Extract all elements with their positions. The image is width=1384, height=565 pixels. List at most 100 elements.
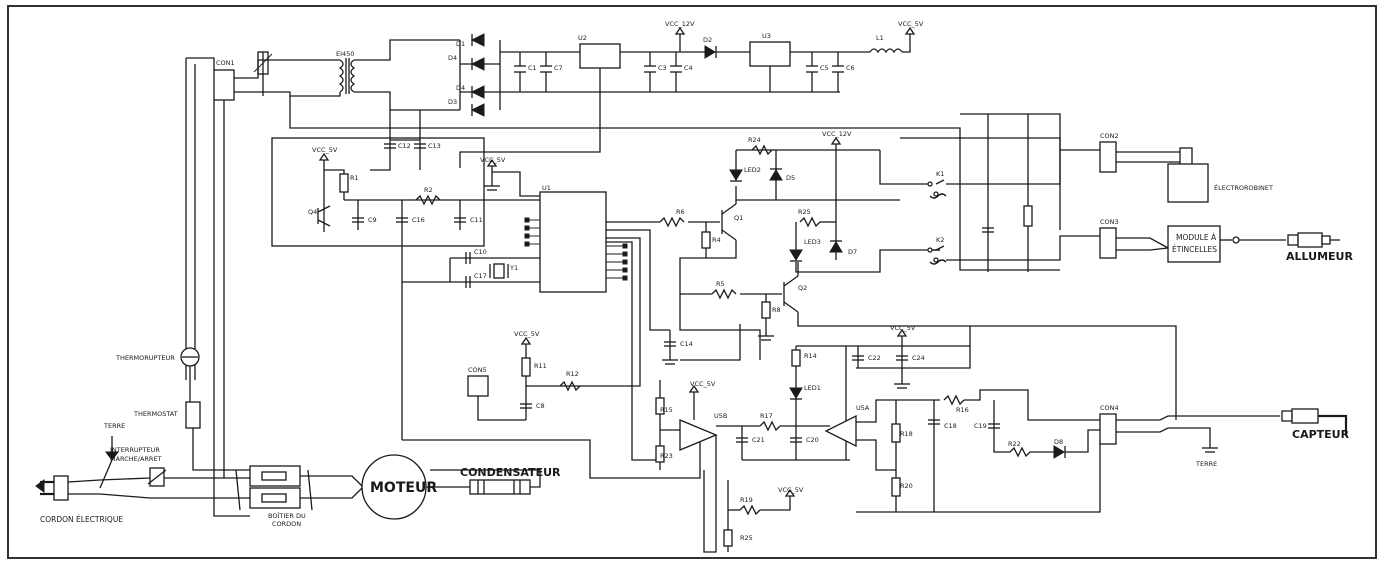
- resistor-r18: [891, 423, 901, 443]
- resistor-r5: [711, 288, 737, 300]
- c9-label: C9: [368, 216, 377, 224]
- module-label-2: ÉTINCELLES: [1172, 245, 1217, 254]
- r16-label: R16: [956, 406, 969, 414]
- vcc5-top-label: VCC_5V: [898, 20, 924, 28]
- igniter: [1287, 232, 1340, 248]
- mains-motor-section: THERMORUPTEUR THERMOSTAT TERRE INTERRUPT…: [35, 100, 561, 528]
- con2-label: CON2: [1100, 132, 1119, 140]
- resistor-r19: [739, 504, 761, 516]
- resistor-r20: [891, 477, 901, 497]
- d7-label: D7: [848, 248, 857, 256]
- diode-d8: [1053, 445, 1065, 459]
- d1-label: D1: [456, 40, 465, 48]
- led1-label: LED1: [804, 384, 821, 392]
- power-cord-plug: [35, 475, 250, 501]
- resistor-r15: [655, 397, 665, 415]
- resistor-r6: [659, 216, 685, 228]
- c21-label: C21: [752, 436, 765, 444]
- resistor-r11: [521, 357, 531, 377]
- con1-label: CON1: [216, 59, 235, 67]
- regulator-u3: [749, 41, 791, 67]
- resistor-r23: [655, 445, 665, 463]
- con3-label: CON3: [1100, 218, 1119, 226]
- c20-label: C20: [806, 436, 819, 444]
- con3-connector: [1099, 227, 1117, 259]
- c6-label: C6: [846, 64, 855, 72]
- c10-label: C10: [474, 248, 487, 256]
- c17-label: C17: [474, 272, 487, 280]
- r20-label: R20: [900, 482, 913, 490]
- resistor-r1: [339, 173, 349, 193]
- inductor-l1: [869, 48, 903, 54]
- vcc5-d-label: VCC_5V: [778, 486, 804, 494]
- vcc5-e-label: VCC_5V: [890, 324, 916, 332]
- boitier-label-2: CORDON: [272, 520, 301, 528]
- c24-label: C24: [912, 354, 925, 362]
- microcontroller-u1: [539, 191, 607, 293]
- vcc5-c-label: VCC_5V: [690, 380, 716, 388]
- c4-label: C4: [684, 64, 693, 72]
- flame-sensor-probe: [1281, 408, 1348, 436]
- vcc12-mid-label: VCC_12V: [822, 130, 852, 138]
- regulator-u2: [579, 43, 621, 69]
- c1-label: C1: [528, 64, 537, 72]
- relay-k1: [935, 179, 945, 185]
- led3-label: LED3: [804, 238, 821, 246]
- c8-label: C8: [536, 402, 545, 410]
- con5-connector: [467, 375, 489, 397]
- vcc5-b-label: VCC_5V: [514, 330, 540, 338]
- transformer-label: EI450: [336, 50, 354, 58]
- r18-label: R18: [900, 430, 913, 438]
- c5-label: C5: [820, 64, 829, 72]
- r2-label: R2: [424, 186, 433, 194]
- vcc12-top-label: VCC_12V: [665, 20, 695, 28]
- c16-label: C16: [412, 216, 425, 224]
- led2-label: LED2: [744, 166, 761, 174]
- q4-label: Q4: [308, 208, 317, 216]
- diode-d1: [470, 33, 485, 47]
- r5-label: R5: [716, 280, 725, 288]
- opamp-u5b: [679, 419, 718, 451]
- r12-label: R12: [566, 370, 579, 378]
- resistor-r22: [1009, 446, 1031, 458]
- diode-d7: [829, 241, 843, 253]
- resistor-r4: [701, 231, 711, 249]
- diode-d2: [704, 45, 716, 59]
- d4-label: D4: [448, 54, 457, 62]
- terre-right-label: TERRE: [1195, 460, 1217, 468]
- transformer-ei450: [338, 58, 356, 94]
- d4b-label: D4: [456, 84, 465, 92]
- c14-label: C14: [680, 340, 693, 348]
- thermorupteur-label: THERMORUPTEUR: [115, 354, 175, 362]
- u3-label: U3: [762, 32, 771, 40]
- vcc5-left-label: VCC_5V: [312, 146, 338, 154]
- c22-label: C22: [868, 354, 881, 362]
- c19-label: C19: [974, 422, 987, 430]
- vcc5-mid-label: VCC_5V: [480, 156, 506, 164]
- con2-connector: [1099, 141, 1117, 173]
- r15-label: R15: [660, 406, 673, 414]
- r8-label: R8: [772, 306, 781, 314]
- condensateur-label: CONDENSATEUR: [460, 466, 561, 479]
- con4-connector: [1099, 413, 1117, 445]
- allumeur-label: ALLUMEUR: [1286, 250, 1353, 263]
- resistor-r25b: [723, 529, 733, 547]
- k2-label: K2: [936, 236, 944, 244]
- con1-connector: [213, 69, 235, 101]
- r24-label: R24: [748, 136, 761, 144]
- k1-label: K1: [936, 170, 944, 178]
- q2-label: Q2: [798, 284, 807, 292]
- r14-label: R14: [804, 352, 817, 360]
- led-led1: [789, 387, 803, 399]
- control-section: VCC_5V R1 Q4 C9 C16 R2 C11 VCC_5V: [271, 137, 701, 479]
- led-led3: [789, 249, 803, 261]
- c11-label: C11: [470, 216, 483, 224]
- resistor-r2: [415, 194, 441, 206]
- power-supply-section: CON1 EI450: [185, 20, 961, 380]
- diagram-border: [7, 5, 1377, 559]
- resistor-r17: [759, 420, 781, 432]
- d5-label: D5: [786, 174, 795, 182]
- r19-label: R19: [740, 496, 753, 504]
- c18-label: C18: [944, 422, 957, 430]
